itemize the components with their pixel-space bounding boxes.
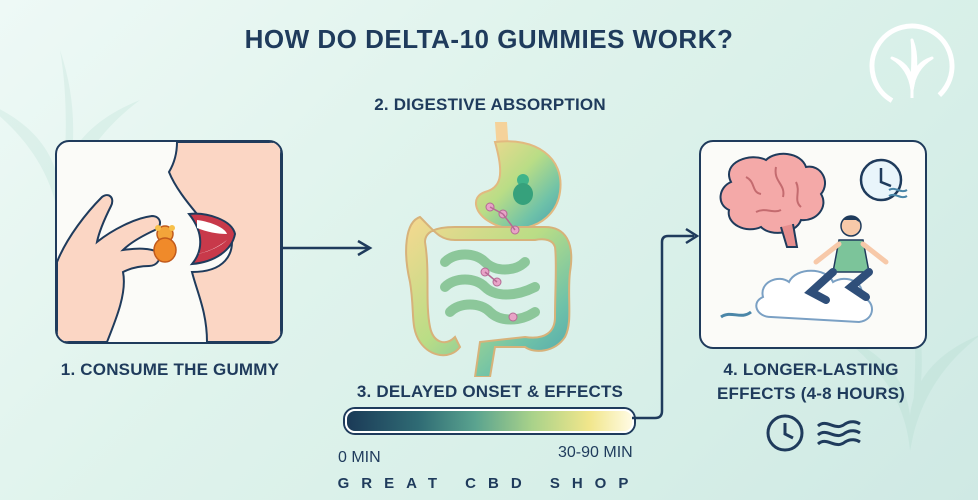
brain-and-relaxed-person-image [719,152,908,324]
longer-lasting-effects-illustration [699,140,927,349]
consume-gummy-illustration [55,140,283,344]
cannabis-leaf-icon [869,23,955,109]
timeline-end-label: 30-90 MIN [558,444,633,461]
step-4-label-line-2: EFFECTS (4-8 HOURS) [717,384,905,403]
arrow-right-icon [280,239,373,257]
step-4-label-line-1: 4. LONGER-LASTING [723,360,899,379]
wave-icon [817,420,861,447]
wave-icon [888,187,908,199]
arrow-connector-icon [632,227,700,420]
clock-icon [859,158,903,202]
clock-icon [766,414,804,452]
brand-name: GREAT CBD SHOP [337,475,641,492]
step-3-label: 3. DELAYED ONSET & EFFECTS [356,382,624,401]
timeline-start-label: 0 MIN [338,449,381,466]
mouth-and-hand-image [57,142,281,342]
page-title: HOW DO DELTA-10 GUMMIES WORK? [244,24,734,54]
gummy-bear-icon [153,225,177,263]
step-2-label: 2. DIGESTIVE ABSORPTION [374,95,606,114]
digestive-system-image [405,122,573,377]
step-1-label: 1. CONSUME THE GUMMY [60,360,280,379]
brain-icon [719,152,826,248]
onset-timeline-bar [345,409,634,433]
